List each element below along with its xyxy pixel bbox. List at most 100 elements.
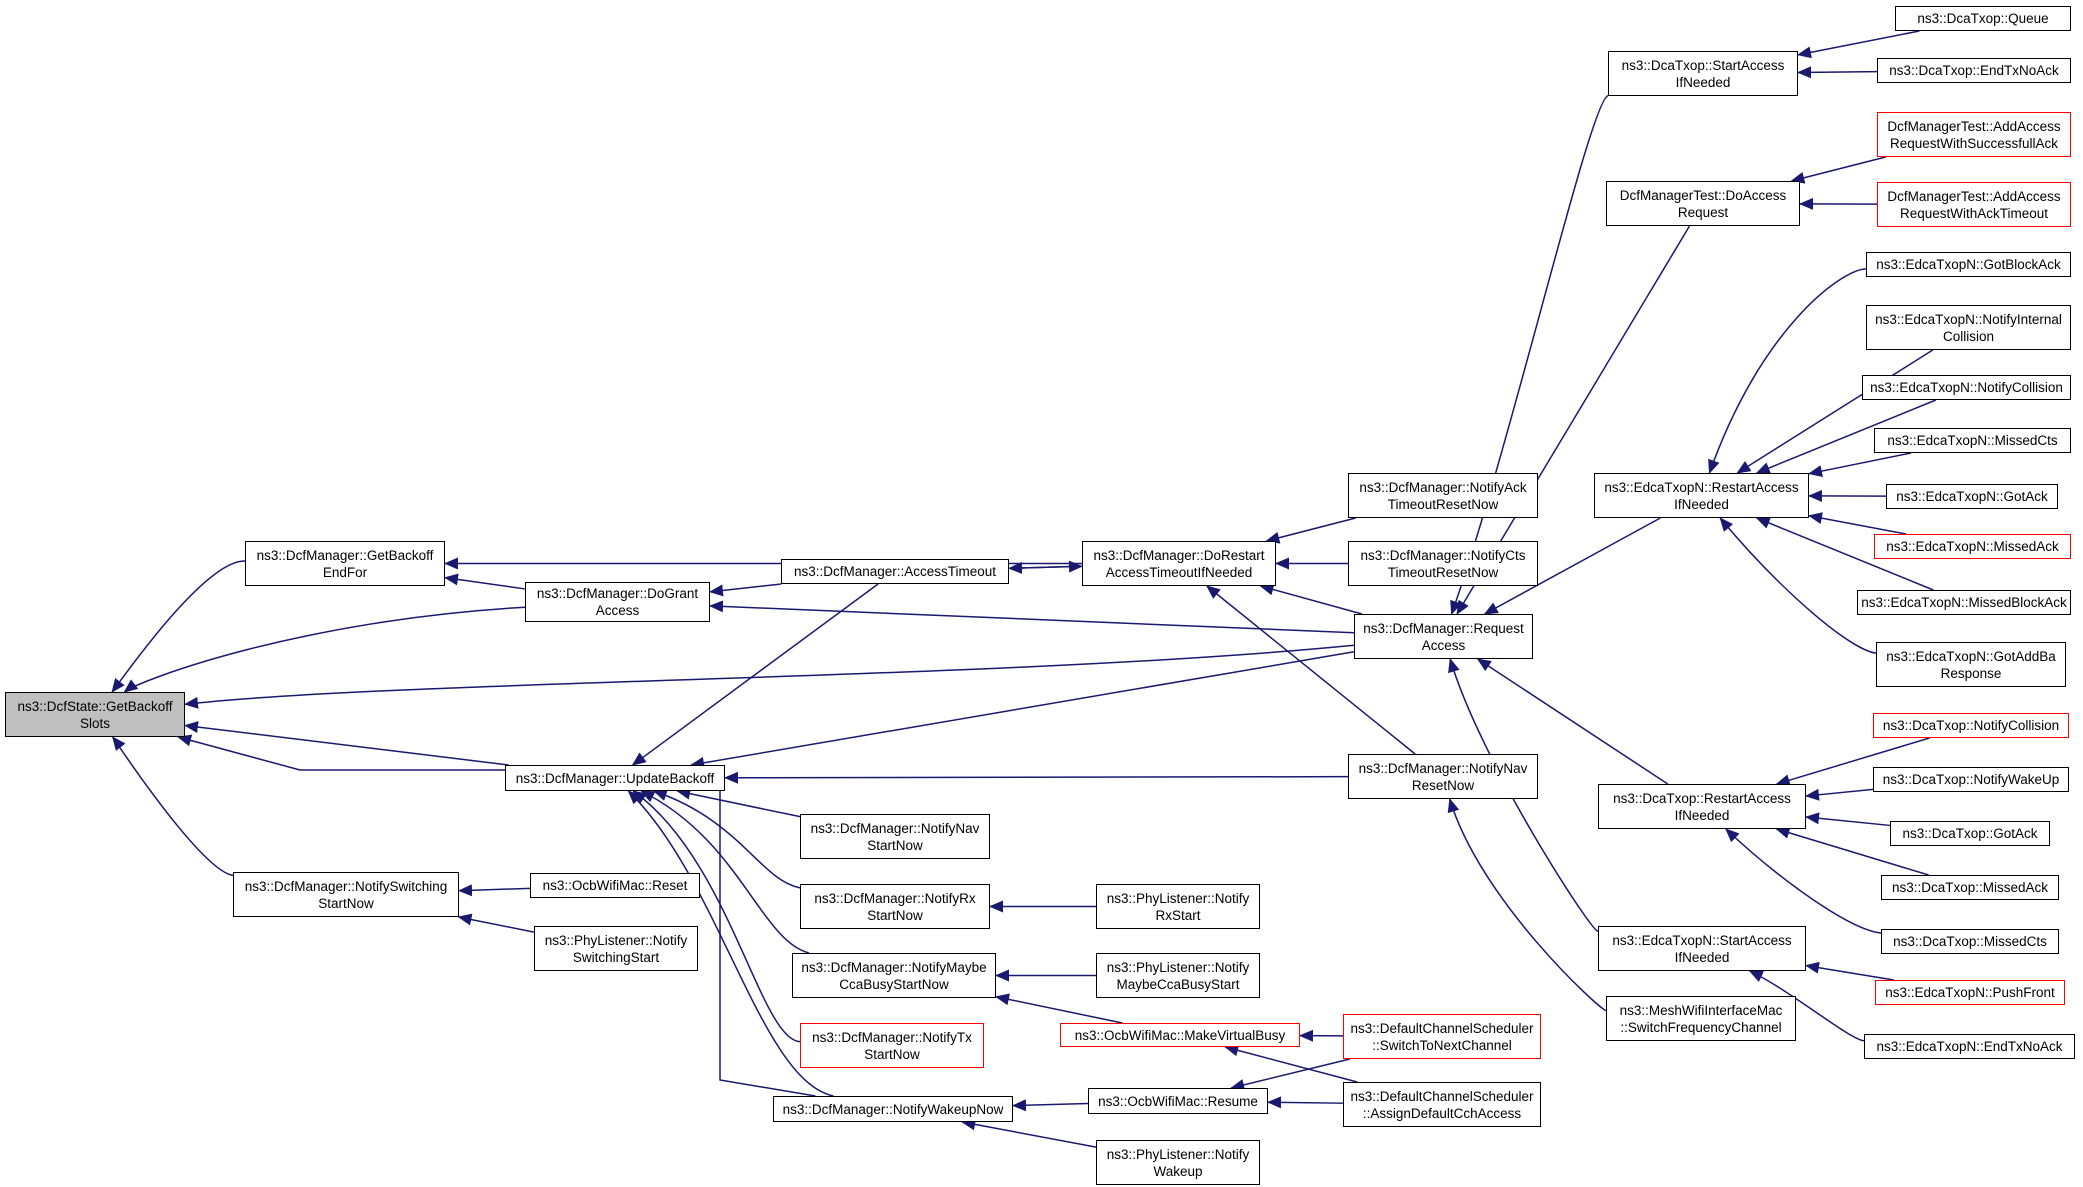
node-edca-got-ack[interactable]: ns3::EdcaTxopN::GotAck	[1886, 484, 2058, 509]
node-label-line: ns3::DcfManager::NotifyNav	[1358, 760, 1528, 776]
node-label-line: ns3::DcaTxop::Queue	[1917, 11, 2049, 26]
node-label-line: ns3::EdcaTxopN::GotBlockAck	[1876, 257, 2061, 272]
node-label-line: StartNow	[318, 895, 374, 911]
node-notify-wakeup-now[interactable]: ns3::DcfManager::NotifyWakeupNow	[773, 1096, 1013, 1122]
node-label-line: ns3::EdcaTxopN::EndTxNoAck	[1876, 1039, 2063, 1054]
node-dca-end-tx-no-ack[interactable]: ns3::DcaTxop::EndTxNoAck	[1877, 58, 2071, 83]
node-ocb-resume[interactable]: ns3::OcbWifiMac::Resume	[1088, 1088, 1268, 1114]
edge-edcaMissedCts-to-edcaRestart	[1808, 452, 1912, 477]
edge-edcaMissedAck-to-edcaRestart	[1808, 512, 1907, 535]
node-access-timeout[interactable]: ns3::DcfManager::AccessTimeout	[781, 559, 1009, 584]
edge-phyWakeup-to-notifyWakeupNow	[961, 1118, 1097, 1148]
node-edca-notify-collision[interactable]: ns3::EdcaTxopN::NotifyCollision	[1862, 375, 2071, 400]
node-label-line: RequestWithSuccessfullAck	[1889, 135, 2059, 151]
node-label-line: StartNow	[864, 1046, 920, 1062]
node-label-line: ns3::DcfManager::NotifyAck	[1359, 479, 1527, 495]
node-dca-queue[interactable]: ns3::DcaTxop::Queue	[1895, 6, 2071, 31]
node-label-line: ns3::DcaTxop::RestartAccess	[1613, 790, 1791, 806]
node-label-line: StartNow	[867, 907, 923, 923]
node-label-line: ns3::DcfManager::GetBackoff	[256, 547, 434, 563]
node-label-line: ns3::DcfManager::NotifyRx	[814, 890, 976, 906]
node-label-line: Access	[595, 603, 640, 618]
edge-edcaStartAccess-to-requestAccess	[1448, 658, 1599, 933]
node-label-line: ns3::DcaTxop::GotAck	[1902, 826, 2038, 841]
node-label-line: ns3::DcfManager::NotifySwitching	[244, 878, 448, 894]
node-label-line: ns3::DefaultChannelScheduler	[1350, 1088, 1534, 1104]
node-mesh-switch[interactable]: ns3::MeshWifiInterfaceMac::SwitchFrequen…	[1606, 996, 1796, 1041]
edge-assignDefaultCch-to-ocbResume	[1267, 1096, 1344, 1109]
edge-notifyWakeupNow-to-updateBackoff	[627, 790, 834, 1097]
node-label-line: ns3::DcaTxop::MissedCts	[1893, 934, 2047, 949]
edge-requestAccess-to-root	[184, 644, 1355, 709]
node-label-line: ns3::DcfManager::NotifyTx	[812, 1029, 972, 1045]
node-label-line: Collision	[1942, 328, 1995, 344]
edge-dcaGotAck-to-dcaRestart	[1805, 812, 1891, 827]
node-assign-default-cch[interactable]: ns3::DefaultChannelScheduler::AssignDefa…	[1343, 1082, 1541, 1127]
node-edca-got-block-ack[interactable]: ns3::EdcaTxopN::GotBlockAck	[1866, 252, 2071, 277]
node-label-line: IfNeeded	[1674, 949, 1730, 965]
node-label-line: ns3::EdcaTxopN::RestartAccess	[1604, 479, 1799, 495]
node-label-line: ns3::DcfManager::NotifyCts	[1360, 547, 1526, 563]
node-label-line: MaybeCcaBusyStart	[1116, 976, 1240, 992]
edge-requestAccess-to-updateBackoff	[690, 651, 1355, 769]
edge-dcaNotifyWakeUp-to-dcaRestart	[1805, 788, 1874, 801]
edge-accessTimeout-to-updateBackoff	[631, 583, 879, 766]
node-dca-missed-cts[interactable]: ns3::DcaTxop::MissedCts	[1881, 929, 2059, 954]
edge-notifyNavResetNow-to-doRestart	[1206, 585, 1416, 755]
edge-requestAccess-to-doGrantAccess	[709, 600, 1355, 634]
edge-notifyNavStartNow-to-updateBackoff	[676, 787, 801, 818]
node-label-line: ns3::EdcaTxopN::NotifyInternal	[1875, 311, 2062, 327]
node-dca-notify-wake-up[interactable]: ns3::DcaTxop::NotifyWakeUp	[1873, 767, 2069, 792]
node-label-line: ns3::EdcaTxopN::MissedAck	[1886, 539, 2059, 554]
node-edca-missed-cts[interactable]: ns3::EdcaTxopN::MissedCts	[1874, 428, 2071, 453]
edge-phySwitching-to-notifySwitching	[457, 913, 535, 933]
edge-dcaNotifyCollision-to-dcaRestart	[1775, 737, 1930, 786]
edge-edcaNotifyCollision-to-edcaRestart	[1755, 399, 1937, 474]
edge-testSuccessfull-to-testDoAccess	[1790, 156, 1886, 184]
edge-updateBackoff-to-root	[184, 721, 509, 766]
node-label-line: ns3::EdcaTxopN::PushFront	[1885, 985, 2055, 1000]
node-dca-notify-collision[interactable]: ns3::DcaTxop::NotifyCollision	[1873, 713, 2069, 738]
node-label-line: DcfManagerTest::DoAccess	[1619, 187, 1787, 203]
node-update-backoff[interactable]: ns3::DcfManager::UpdateBackoff	[505, 765, 725, 791]
node-edca-push-front[interactable]: ns3::EdcaTxopN::PushFront	[1875, 980, 2065, 1005]
node-switch-to-next-channel[interactable]: ns3::DefaultChannelScheduler::SwitchToNe…	[1343, 1014, 1541, 1059]
node-edca-missed-ack[interactable]: ns3::EdcaTxopN::MissedAck	[1874, 534, 2071, 559]
edge-dcaMissedCts-to-dcaRestart	[1725, 828, 1882, 934]
node-edca-end-tx-no-ack[interactable]: ns3::EdcaTxopN::EndTxNoAck	[1864, 1034, 2075, 1059]
node-make-virtual-busy[interactable]: ns3::OcbWifiMac::MakeVirtualBusy	[1060, 1023, 1300, 1047]
node-dca-missed-ack[interactable]: ns3::DcaTxop::MissedAck	[1881, 875, 2059, 900]
node-ocb-reset[interactable]: ns3::OcbWifiMac::Reset	[530, 873, 700, 898]
node-edca-missed-block-ack[interactable]: ns3::EdcaTxopN::MissedBlockAck	[1857, 590, 2071, 615]
node-dca-got-ack[interactable]: ns3::DcaTxop::GotAck	[1890, 821, 2050, 846]
edge-notifyNavResetNow-to-updateBackoff	[724, 771, 1349, 784]
node-label-line: ns3::EdcaTxopN::StartAccess	[1612, 932, 1792, 948]
node-label-line: ns3::PhyListener::Notify	[1106, 1146, 1250, 1162]
